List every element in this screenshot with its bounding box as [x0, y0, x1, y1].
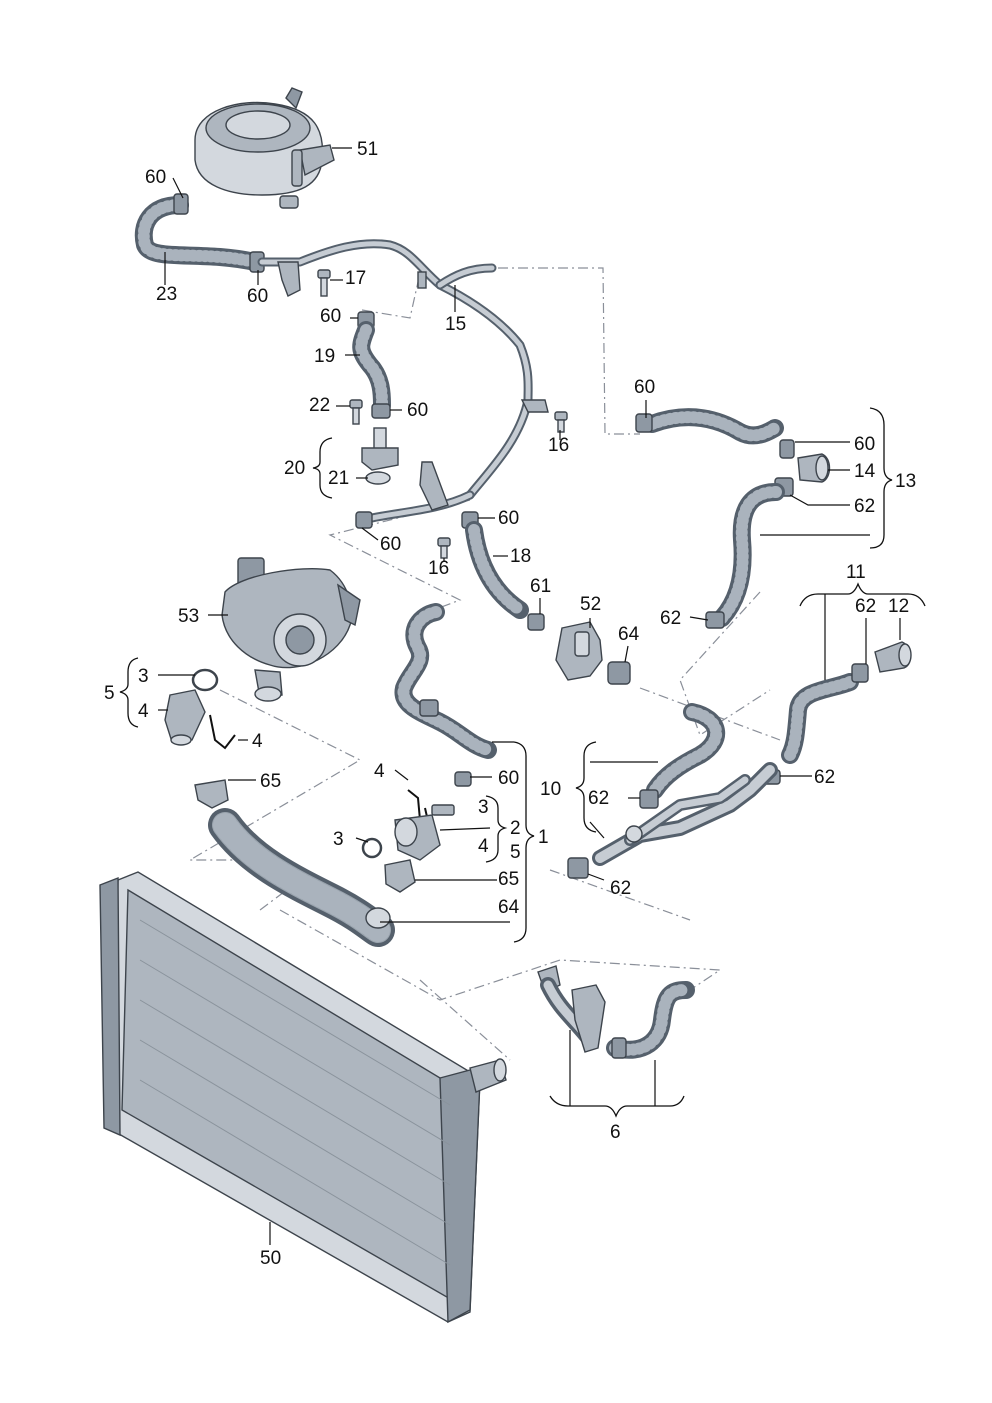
label-62: 62 — [588, 788, 609, 809]
label-64: 64 — [498, 897, 520, 918]
bolt-16b — [437, 537, 451, 559]
label-60: 60 — [498, 768, 519, 789]
label-5: 5 — [510, 842, 521, 863]
label-62: 62 — [814, 767, 835, 788]
label-65: 65 — [260, 771, 281, 792]
hose-s-middle — [394, 603, 497, 787]
bolt-17 — [317, 269, 331, 297]
label-3: 3 — [478, 797, 489, 818]
clamp-65a — [194, 779, 229, 809]
label-21: 21 — [328, 468, 349, 489]
label-62: 62 — [610, 878, 631, 899]
pipe-10 — [567, 703, 778, 879]
valve-52 — [527, 613, 631, 685]
bolt-22 — [349, 399, 363, 425]
expansion-tank — [194, 87, 335, 209]
label-4: 4 — [138, 701, 149, 722]
label-2: 2 — [510, 818, 521, 839]
label-50: 50 — [260, 1248, 281, 1269]
label-62: 62 — [660, 608, 681, 629]
label-3: 3 — [138, 666, 149, 687]
pump-housing-53 — [221, 557, 361, 702]
hose-18 — [465, 521, 529, 619]
label-15: 15 — [445, 314, 466, 335]
label-60: 60 — [320, 306, 341, 327]
hose-13-lower — [705, 477, 794, 629]
label-52: 52 — [580, 594, 601, 615]
label-1: 1 — [538, 827, 549, 848]
label-10: 10 — [540, 779, 561, 800]
label-4: 4 — [252, 731, 263, 752]
label-60: 60 — [634, 377, 655, 398]
label-62: 62 — [855, 596, 876, 617]
label-4: 4 — [478, 836, 489, 857]
pipe-15 — [257, 239, 549, 523]
clamp-60a — [173, 193, 189, 215]
label-4: 4 — [374, 761, 385, 782]
label-19: 19 — [314, 346, 335, 367]
label-20: 20 — [284, 458, 305, 479]
label-65: 65 — [498, 869, 519, 890]
hose-64 — [208, 808, 395, 947]
bolt-16a — [554, 411, 568, 433]
label-60: 60 — [498, 508, 519, 529]
label-22: 22 — [309, 395, 330, 416]
clamp-60e — [355, 511, 373, 529]
label-6: 6 — [610, 1122, 621, 1143]
part-labels: 51 60 23 60 17 15 60 19 22 60 16 20 21 6… — [104, 139, 916, 1269]
label-11: 11 — [846, 562, 866, 583]
label-23: 23 — [156, 284, 177, 305]
label-17: 17 — [345, 268, 366, 289]
label-60: 60 — [407, 400, 428, 421]
label-60: 60 — [380, 534, 401, 555]
connector-5-left — [164, 668, 236, 750]
label-18: 18 — [510, 546, 531, 567]
label-16: 16 — [548, 435, 569, 456]
label-5: 5 — [104, 683, 115, 704]
radiator-50 — [99, 871, 507, 1324]
connector-2 — [361, 789, 455, 893]
label-51: 51 — [357, 139, 378, 160]
label-16: 16 — [428, 558, 449, 579]
connector-20 — [361, 427, 399, 485]
label-62: 62 — [854, 496, 875, 517]
label-61: 61 — [530, 576, 551, 597]
label-3: 3 — [333, 829, 344, 850]
label-14: 14 — [854, 461, 876, 482]
label-13: 13 — [895, 471, 916, 492]
label-12: 12 — [888, 596, 909, 617]
leader-lines — [119, 147, 926, 1245]
label-60: 60 — [854, 434, 875, 455]
hose-23 — [134, 193, 265, 273]
hose-11 — [761, 641, 912, 785]
label-60: 60 — [145, 167, 166, 188]
hose-13-upper — [635, 408, 795, 459]
label-53: 53 — [178, 606, 199, 627]
hose-6 — [537, 965, 695, 1059]
connector-14 — [797, 453, 831, 483]
label-60: 60 — [247, 286, 268, 307]
hose-19 — [352, 311, 391, 419]
label-64: 64 — [618, 624, 640, 645]
